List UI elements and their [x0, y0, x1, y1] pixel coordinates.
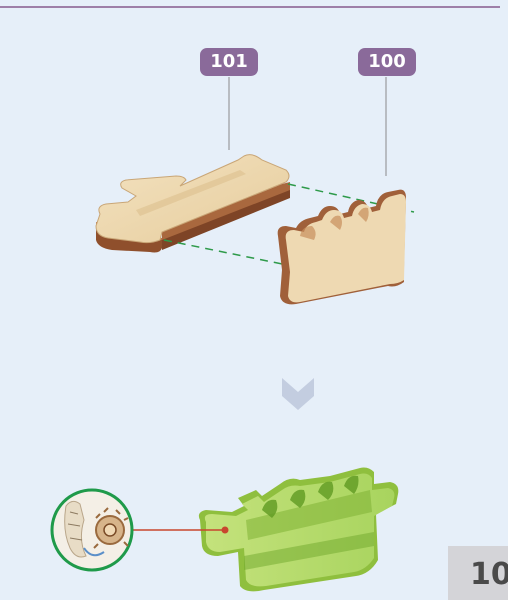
chevron-down-icon	[282, 378, 314, 410]
page-number: 10	[448, 546, 508, 600]
detail-magnifier	[52, 490, 132, 570]
callout-dot	[222, 527, 229, 534]
assembled-piece	[199, 468, 398, 592]
part-101-piece	[96, 155, 290, 253]
part-100-piece	[278, 190, 406, 305]
